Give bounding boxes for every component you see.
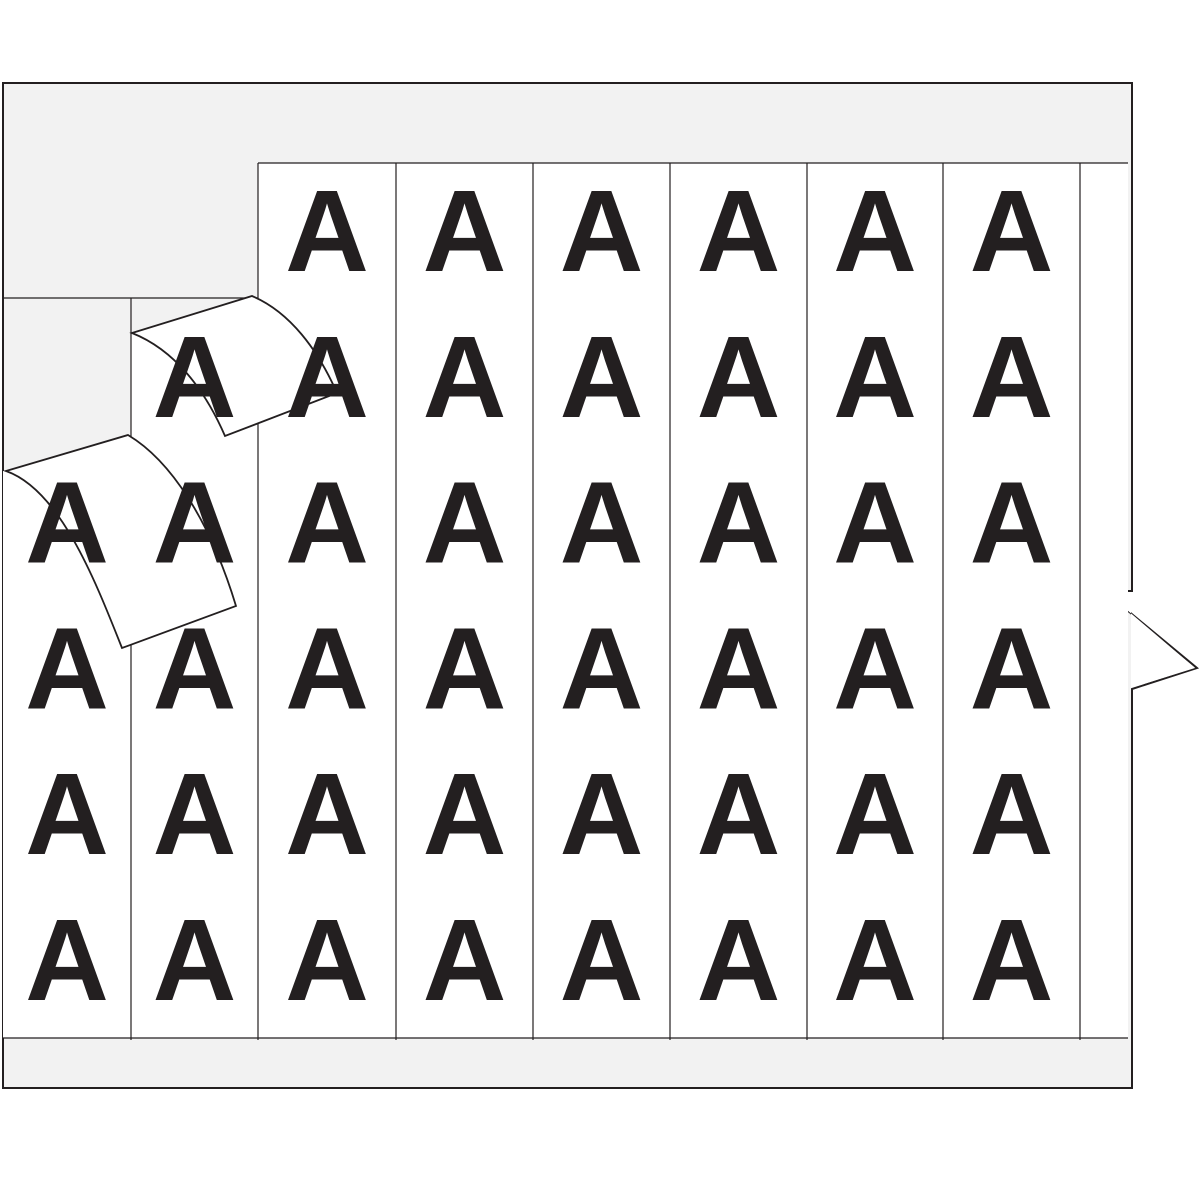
marker-label-r2-c5: A [560,312,644,442]
marker-label-r5-c7: A [833,749,917,879]
marker-label-r1-c5: A [560,166,644,296]
marker-label-r2-c3: A [285,312,369,442]
marker-label-r1-c6: A [697,166,781,296]
marker-label-r2-c8: A [970,312,1054,442]
marker-label-r3-c4: A [423,458,507,588]
marker-label-r2-c4: A [423,312,507,442]
marker-label-r5-c2: A [153,749,237,879]
marker-label-r3-c8: A [970,458,1054,588]
marker-label-r3-c7: A [833,458,917,588]
marker-label-r6-c2: A [153,895,237,1025]
marker-label-r3-c3: A [285,458,369,588]
marker-label-r4-c4: A [423,603,507,733]
marker-label-r4-c3: A [285,603,369,733]
marker-label-r5-c8: A [970,749,1054,879]
marker-label-r3-c2: A [153,458,237,588]
marker-label-r1-c7: A [833,166,917,296]
marker-label-r6-c8: A [970,895,1054,1025]
marker-label-r6-c1: A [25,895,109,1025]
marker-label-r5-c3: A [285,749,369,879]
marker-label-r6-c4: A [423,895,507,1025]
marker-label-r5-c6: A [697,749,781,879]
peeled-label-upper [129,295,339,438]
marker-label-r4-c6: A [697,603,781,733]
marker-label-r6-c6: A [697,895,781,1025]
marker-label-r1-c3: A [285,166,369,296]
marker-label-r6-c7: A [833,895,917,1025]
marker-label-r5-c5: A [560,749,644,879]
marker-label-r4-c2: A [153,603,237,733]
marker-label-r6-c3: A [285,895,369,1025]
peeled-label-lower [3,434,238,650]
marker-label-r1-c8: A [970,166,1054,296]
marker-label-r4-c7: A [833,603,917,733]
marker-label-r4-c1: A [25,603,109,733]
marker-label-r5-c4: A [423,749,507,879]
marker-label-r2-c2: A [153,312,237,442]
marker-label-r6-c5: A [560,895,644,1025]
marker-label-r1-c4: A [423,166,507,296]
marker-label-r3-c6: A [697,458,781,588]
marker-label-r4-c5: A [560,603,644,733]
marker-label-r2-c7: A [833,312,917,442]
marker-label-r4-c8: A [970,603,1054,733]
marker-label-r3-c5: A [560,458,644,588]
marker-label-r2-c6: A [697,312,781,442]
tab-pointer [1106,592,1195,688]
marker-label-r5-c1: A [25,749,109,879]
marker-label-r3-c1: A [25,458,109,588]
